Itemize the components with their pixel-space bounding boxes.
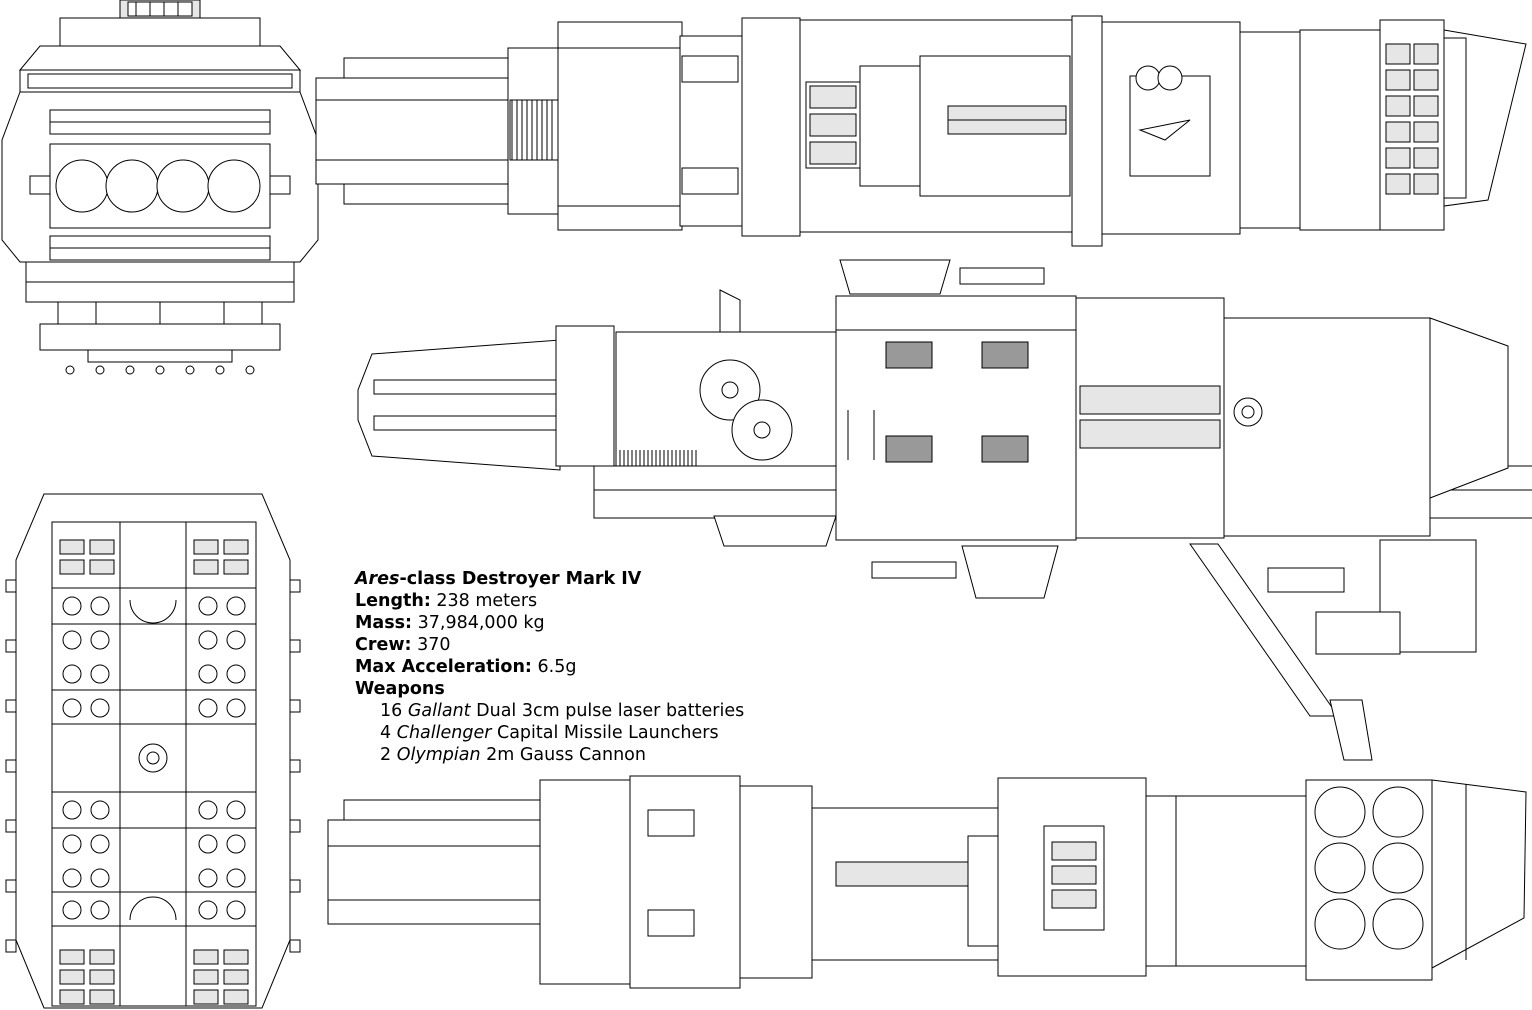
spec-label: Mass:: [355, 613, 413, 633]
weapon-name: Olympian: [396, 745, 481, 765]
side-view: [358, 260, 1532, 716]
weapon-desc: Capital Missile Launchers: [496, 723, 719, 743]
spec-value: 6.5g: [537, 657, 577, 677]
ship-title-suffix: -class Destroyer Mark IV: [399, 569, 642, 589]
weapon-count: 2: [380, 745, 392, 765]
bottom-view: [328, 776, 1526, 988]
front-view: [2, 0, 318, 374]
spec-length: Length: 238 meters: [355, 590, 744, 612]
spec-label: Crew:: [355, 635, 412, 655]
weapon-count: 16: [380, 701, 403, 721]
spec-acceleration: Max Acceleration: 6.5g: [355, 656, 744, 678]
weapon-count: 4: [380, 723, 392, 743]
spec-sheet: Ares-class Destroyer Mark IV Length: 238…: [355, 568, 744, 766]
weapon-item: 2 Olympian 2m Gauss Cannon: [355, 744, 744, 766]
weapon-desc: 2m Gauss Cannon: [486, 745, 646, 765]
spec-mass: Mass: 37,984,000 kg: [355, 612, 744, 634]
weapon-name: Gallant: [407, 701, 471, 721]
weapon-desc: Dual 3cm pulse laser batteries: [476, 701, 745, 721]
ship-class-name: Ares: [355, 569, 400, 589]
spec-value: 238 meters: [436, 591, 538, 611]
spec-label: Length:: [355, 591, 431, 611]
strut: [1330, 700, 1372, 760]
rear-view: [6, 494, 300, 1008]
top-view: [316, 16, 1526, 246]
spec-value: 37,984,000 kg: [417, 613, 545, 633]
weapon-item: 4 Challenger Capital Missile Launchers: [355, 722, 744, 744]
spec-value: 370: [417, 635, 451, 655]
ship-title: Ares-class Destroyer Mark IV: [355, 568, 744, 590]
weapon-item: 16 Gallant Dual 3cm pulse laser batterie…: [355, 700, 744, 722]
weapons-heading: Weapons: [355, 679, 445, 699]
spec-crew: Crew: 370: [355, 634, 744, 656]
spec-label: Max Acceleration:: [355, 657, 532, 677]
weapon-name: Challenger: [396, 723, 492, 743]
